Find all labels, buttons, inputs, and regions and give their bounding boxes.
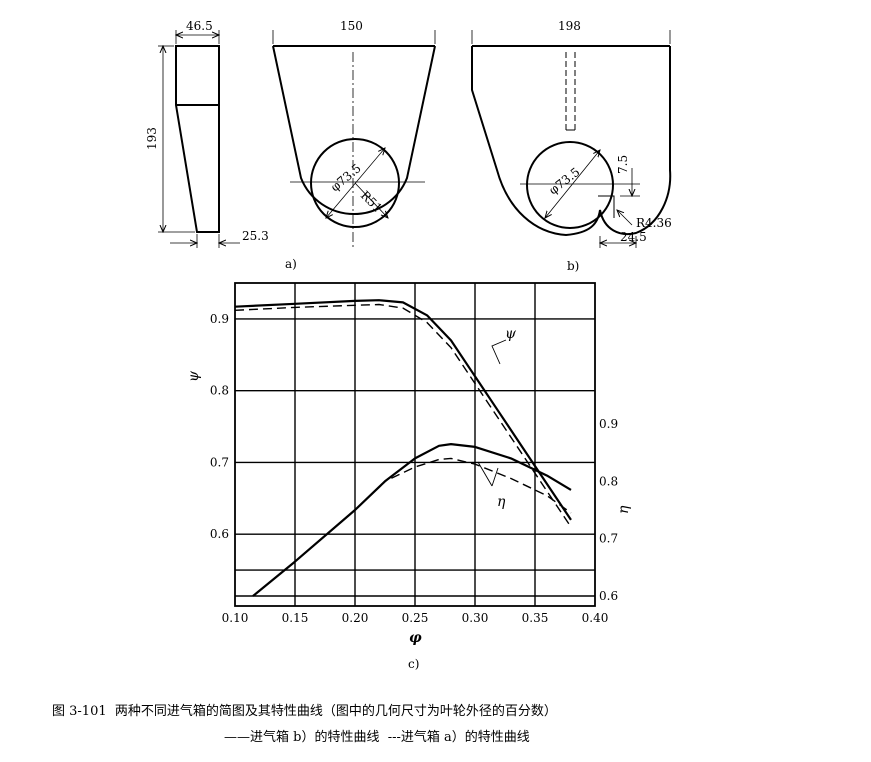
diagram-middle <box>272 30 436 250</box>
diagram-a-label: a) <box>285 257 297 271</box>
y-left-tick-labels: 0.6 0.7 0.8 0.9 <box>210 312 229 541</box>
dim-a-top: 46.5 <box>186 19 213 33</box>
psi-dashed-curve <box>234 303 572 528</box>
y-right-tick-label: 0.6 <box>599 589 618 603</box>
dim-mid-diameter: φ73.5 <box>328 161 364 194</box>
y-left-tick-label: 0.7 <box>210 455 229 469</box>
y-right-tick-labels: 0.6 0.7 0.8 0.9 <box>599 417 618 603</box>
y-right-axis-label: η <box>616 505 632 514</box>
dim-b-diameter: φ73.5 <box>546 165 582 198</box>
diagram-b-label: b) <box>567 259 579 273</box>
annotation-eta: η <box>497 494 506 510</box>
x-tick-label: 0.25 <box>402 611 429 625</box>
dim-b-radius: R4.36 <box>636 216 672 230</box>
x-axis-label: φ <box>409 630 422 646</box>
x-tick-label: 0.35 <box>522 611 549 625</box>
y-left-axis-label: ψ <box>186 370 202 382</box>
x-tick-label: 0.30 <box>462 611 489 625</box>
chart-series <box>234 299 572 597</box>
diagram-a <box>158 30 240 248</box>
psi-solid-curve <box>234 299 572 521</box>
y-right-tick-label: 0.7 <box>599 532 618 546</box>
dim-a-height: 193 <box>145 127 159 150</box>
x-tick-labels: 0.10 0.15 0.20 0.25 0.30 0.35 0.40 <box>222 611 609 625</box>
dim-mid-top: 150 <box>340 19 363 33</box>
dim-b-top: 198 <box>558 19 581 33</box>
dim-a-bottom: 25.3 <box>242 229 269 243</box>
y-left-tick-label: 0.8 <box>210 384 229 398</box>
dim-b-offset: 7.5 <box>616 155 630 174</box>
x-tick-label: 0.40 <box>582 611 609 625</box>
chart-grid <box>235 283 595 606</box>
x-tick-label: 0.10 <box>222 611 249 625</box>
dim-b-bottom: 24.5 <box>620 230 647 244</box>
y-left-tick-label: 0.9 <box>210 312 229 326</box>
x-tick-label: 0.15 <box>282 611 309 625</box>
annotation-psi: ψ <box>505 326 517 342</box>
x-tick-label: 0.20 <box>342 611 369 625</box>
y-right-tick-label: 0.9 <box>599 417 618 431</box>
y-left-tick-label: 0.6 <box>210 527 229 541</box>
diagram-b <box>471 30 672 248</box>
eta-dashed-curve <box>252 457 572 597</box>
figure-caption-line1: 图 3-101 两种不同进气箱的简图及其特性曲线（图中的几何尺寸为叶轮外径的百分… <box>52 704 557 719</box>
chart-label: c) <box>408 657 419 671</box>
y-right-tick-label: 0.8 <box>599 474 618 488</box>
annotation-leaders <box>477 339 507 487</box>
dim-mid-radius: R51 <box>358 188 385 215</box>
figure-caption-line2: ——进气箱 b）的特性曲线 ---进气箱 a）的特性曲线 <box>224 730 530 745</box>
eta-solid-curve <box>252 443 572 597</box>
chart-plot-frame <box>234 282 596 607</box>
